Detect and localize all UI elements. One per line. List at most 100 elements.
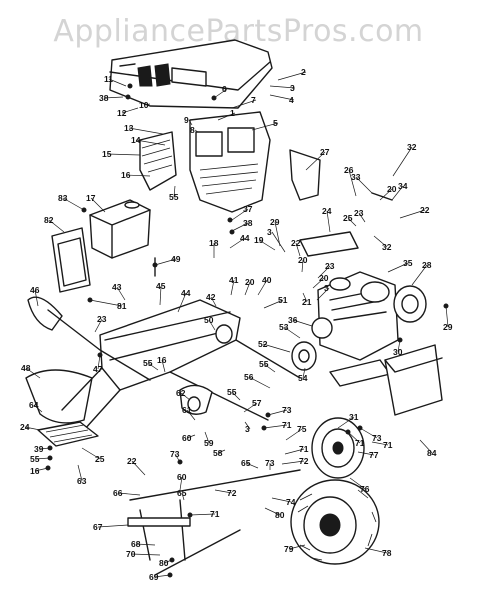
leader-line	[364, 547, 388, 554]
callout-number: 28	[422, 260, 432, 270]
leader-line	[285, 428, 303, 441]
callout-number: 33	[351, 172, 361, 182]
callout-number: 23	[354, 208, 364, 218]
leader-line	[379, 188, 393, 201]
leader-line	[274, 221, 281, 247]
callout-number: 26	[344, 165, 354, 175]
callout-number: 71	[383, 440, 393, 450]
leader-line	[357, 451, 375, 456]
leader-line	[214, 489, 233, 494]
callout-number: 31	[349, 412, 359, 422]
plate-parts	[289, 149, 443, 416]
leader-line	[347, 217, 357, 227]
leader-line	[180, 392, 191, 401]
leader-line	[229, 222, 249, 233]
leader-line	[89, 299, 123, 307]
callout-number: 46	[30, 285, 40, 295]
leader-line	[373, 235, 388, 248]
leader-line	[97, 354, 101, 370]
leader-line	[269, 85, 296, 89]
bracket-part	[51, 227, 91, 293]
callout-number: 71	[299, 444, 309, 454]
leader-line	[264, 507, 281, 516]
tire-part	[290, 479, 380, 565]
leader-line	[181, 492, 185, 501]
leader-line	[34, 457, 51, 460]
leader-line	[161, 359, 166, 373]
callout-number: 16	[157, 355, 167, 365]
leader-line	[263, 363, 276, 373]
leader-line	[419, 439, 433, 454]
callout-number: 81	[117, 301, 127, 311]
leader-line	[271, 231, 286, 253]
footrest-part	[37, 421, 99, 447]
callout-number: 62	[176, 388, 186, 398]
leader-line	[131, 460, 146, 476]
leader-line	[97, 524, 129, 528]
leader-line	[177, 292, 187, 313]
callout-number: 35	[403, 258, 413, 268]
callout-number: 44	[181, 288, 191, 298]
leader-line	[34, 467, 49, 472]
leader-line	[210, 296, 217, 307]
callout-number: 3	[267, 227, 272, 237]
leader-line	[347, 431, 361, 444]
callout-number: 55	[259, 359, 269, 369]
callout-number: 5	[273, 118, 278, 128]
leader-line	[153, 574, 171, 578]
callout-number: 71	[210, 509, 220, 519]
leader-line	[445, 305, 449, 328]
leader-line	[77, 464, 83, 482]
callout-number: 50	[204, 315, 214, 325]
leader-line	[292, 319, 313, 327]
callout-number: 73	[265, 458, 275, 468]
leader-line	[244, 281, 251, 296]
callout-number: 74	[286, 497, 296, 507]
callout-number: 55	[143, 358, 153, 368]
callout-number: 53	[279, 322, 289, 332]
callout-number: 66	[113, 488, 123, 498]
callout-number: 20	[245, 277, 255, 287]
leader-line	[204, 431, 210, 444]
leader-line	[48, 219, 65, 233]
callout-number: 59	[204, 438, 214, 448]
leader-line	[316, 287, 330, 301]
callout-number: 73	[372, 433, 382, 443]
leader-line	[301, 259, 304, 273]
callout-number: 63	[77, 476, 87, 486]
callout-number: 76	[360, 484, 370, 494]
callout-number: 47	[93, 364, 103, 374]
callout-number: 3	[290, 83, 295, 93]
callout-number: 65	[177, 488, 187, 498]
callout-number: 71	[355, 438, 365, 448]
leader-line	[288, 544, 306, 550]
leader-line	[245, 462, 259, 469]
leader-line	[277, 71, 307, 81]
fuel-tank-part	[89, 199, 151, 259]
callout-number: 7	[251, 95, 256, 105]
grille-part	[139, 111, 271, 213]
callout-number: 2	[301, 67, 306, 77]
leader-line	[125, 174, 151, 177]
callout-number: 20	[298, 255, 308, 265]
callout-number: 73	[170, 449, 180, 459]
callout-number: 80	[275, 510, 285, 520]
callout-number: 17	[86, 193, 96, 203]
callout-number: 58	[213, 448, 223, 458]
callout-number: 25	[95, 454, 105, 464]
leader-line	[208, 319, 216, 331]
callout-number: 37	[243, 204, 253, 214]
leader-line	[326, 210, 331, 233]
leader-line	[231, 391, 241, 401]
callout-number: 41	[229, 275, 239, 285]
leader-line	[173, 185, 176, 198]
callout-number: 45	[156, 281, 166, 291]
callout-number: 55	[227, 387, 237, 397]
leader-line	[186, 409, 196, 421]
leader-line	[230, 279, 235, 296]
callout-number: 42	[206, 292, 216, 302]
leader-line	[258, 239, 276, 251]
leader-line	[106, 153, 141, 156]
leader-line	[117, 492, 141, 496]
